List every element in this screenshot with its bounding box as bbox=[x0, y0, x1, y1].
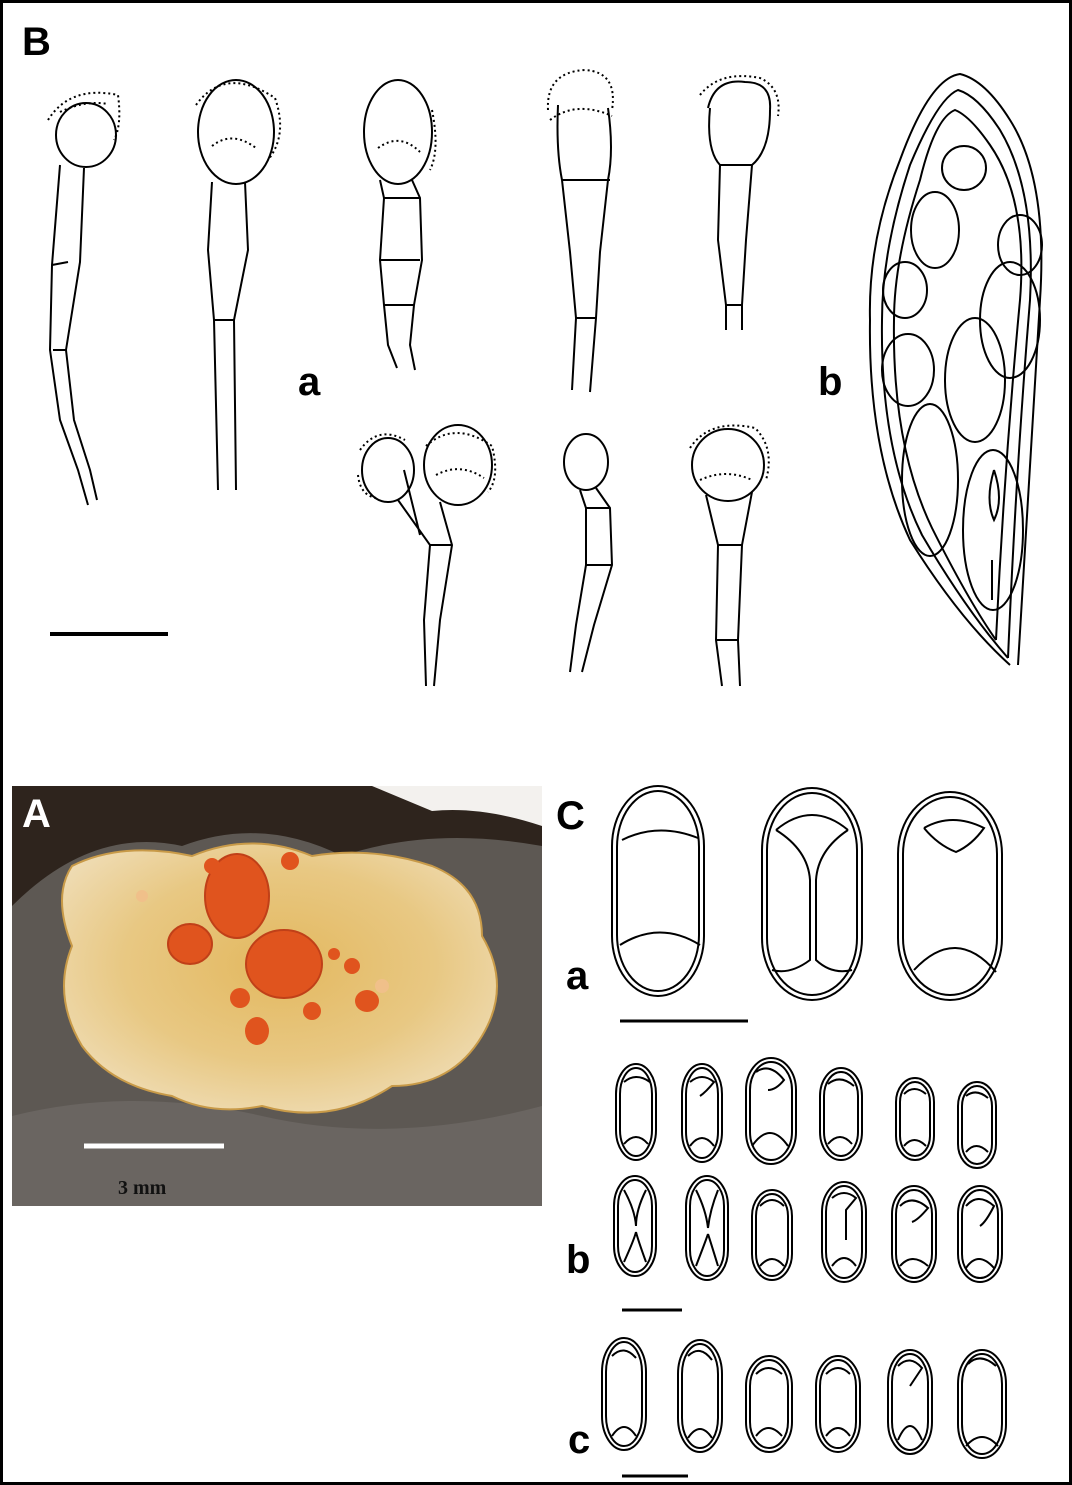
panel-c-sub-label-b: b bbox=[566, 1240, 590, 1280]
spores-b-row-2 bbox=[614, 1176, 1002, 1282]
panel-c-sub-label-c: c bbox=[568, 1420, 590, 1460]
spore-large-1 bbox=[612, 786, 704, 996]
spore-large-3 bbox=[898, 792, 1002, 1000]
panel-label-c: C bbox=[556, 796, 585, 836]
spores-b-row-1 bbox=[616, 1058, 996, 1168]
panel-c-sub-label-a: a bbox=[566, 956, 588, 996]
spore-large-2 bbox=[762, 788, 862, 1000]
spores-c-row bbox=[602, 1338, 1006, 1458]
